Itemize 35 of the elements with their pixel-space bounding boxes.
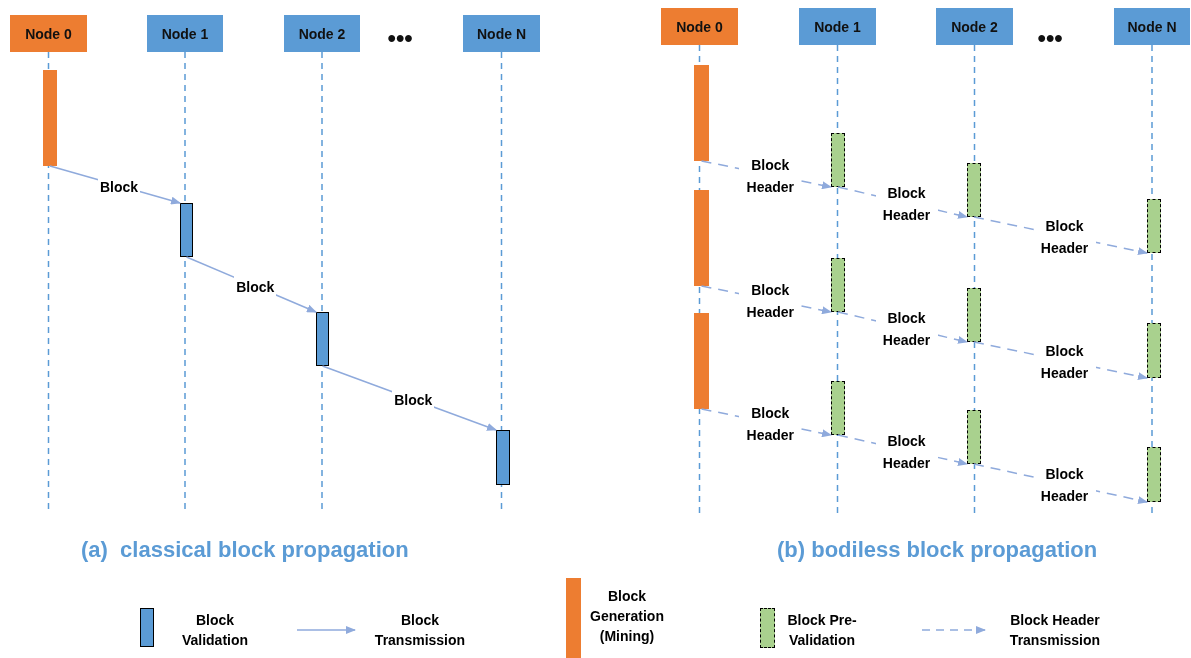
activation-bar — [180, 203, 193, 257]
activation-bar — [43, 70, 57, 166]
node-header-box: Node 0 — [10, 15, 87, 52]
legend-label: Block Header Transmission — [1008, 611, 1102, 650]
legend-label: Block Validation — [180, 611, 250, 650]
activation-bar — [967, 163, 981, 217]
activation-bar — [1147, 199, 1161, 253]
activation-bar — [496, 430, 510, 485]
activation-bar — [967, 288, 981, 342]
legend-label: Block Transmission — [373, 611, 467, 650]
node-header-box: Node N — [463, 15, 540, 52]
activation-bar — [967, 410, 981, 464]
activation-bar — [831, 258, 845, 312]
legend-label: Block Generation (Mining) — [589, 587, 665, 646]
activation-bar — [831, 381, 845, 435]
node-header-box: Node 1 — [799, 8, 876, 45]
figure-caption: (b) bodiless block propagation — [777, 539, 1098, 561]
legend-label: Block Pre-Validation — [786, 611, 858, 650]
ellipsis: ••• — [387, 26, 413, 50]
activation-bar — [1147, 447, 1161, 502]
node-header-box: Node 1 — [147, 15, 223, 52]
activation-bar — [694, 65, 709, 161]
activation-bar — [831, 133, 845, 187]
edge-label: Block — [392, 389, 435, 411]
ellipsis: ••• — [1037, 26, 1063, 50]
activation-bar — [1147, 323, 1161, 378]
node-header-box: Node 0 — [661, 8, 738, 45]
node-header-box: Node 2 — [936, 8, 1013, 45]
figure-caption: (a) classical block propagation — [81, 539, 409, 561]
activation-bar — [316, 312, 329, 366]
activation-bar — [694, 190, 709, 286]
node-header-box: Node N — [1114, 8, 1190, 45]
edge-label: Block — [234, 275, 277, 298]
node-header-box: Node 2 — [284, 15, 360, 52]
activation-bar — [694, 313, 709, 409]
